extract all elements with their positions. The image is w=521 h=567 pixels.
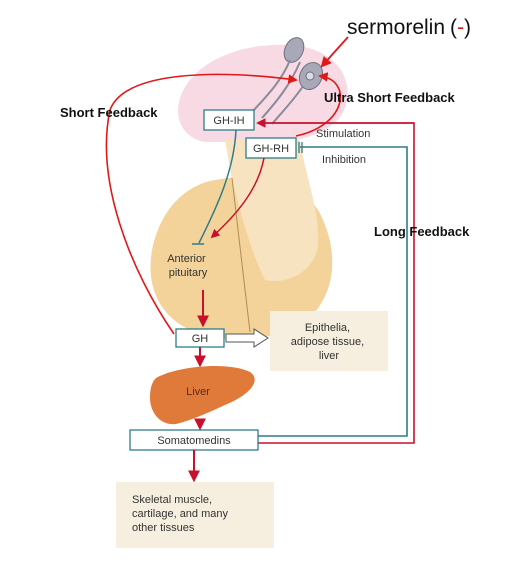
sermorelin-close-paren: ) bbox=[464, 16, 471, 39]
anterior-label-line-1: Anterior bbox=[167, 253, 206, 265]
gh-ih-box bbox=[203, 109, 255, 131]
hypothalamic-neurons bbox=[283, 37, 324, 91]
skeletal-line-2: cartilage, and many bbox=[132, 508, 228, 520]
axon-2 bbox=[271, 85, 304, 125]
somatomedins-label: Somatomedins bbox=[157, 435, 231, 447]
skeletal-text: Skeletal muscle, cartilage, and many oth… bbox=[132, 494, 231, 534]
long-feedback-inhib-line bbox=[258, 146, 408, 437]
long-feedback-label: Long Feedback bbox=[374, 224, 470, 239]
posterior-pituitary-shape bbox=[225, 140, 319, 281]
liver-shape bbox=[150, 366, 255, 425]
ultra-short-feedback-path bbox=[295, 72, 342, 137]
epithelia-box bbox=[270, 311, 388, 371]
short-feedback-label: Short Feedback bbox=[60, 105, 158, 120]
neuron-nucleus bbox=[305, 71, 315, 81]
gh-label: GH bbox=[192, 333, 209, 345]
epithelia-text: Epithelia, adipose tissue, liver bbox=[291, 322, 367, 362]
gh-ih-label: GH-IH bbox=[213, 115, 244, 127]
gh-to-epithelia-arrow bbox=[225, 328, 269, 348]
sermorelin-name: sermorelin bbox=[347, 16, 445, 39]
sermorelin-open-paren: ( bbox=[450, 16, 457, 39]
epithelia-line-3: liver bbox=[319, 350, 340, 362]
gh-rh-label: GH-RH bbox=[253, 143, 289, 155]
short-feedback-path bbox=[105, 73, 298, 335]
epithelia-line-1: Epithelia, bbox=[305, 322, 350, 334]
epithelia-line-2: adipose tissue, bbox=[291, 336, 364, 348]
inhibition-label: Inhibition bbox=[322, 154, 366, 166]
ultra-short-feedback-label: Ultra Short Feedback bbox=[324, 90, 456, 105]
gh-rh-stim-path bbox=[210, 157, 265, 239]
skeletal-box bbox=[116, 482, 274, 548]
skeletal-line-3: other tissues bbox=[132, 522, 195, 534]
skeletal-line-1: Skeletal muscle, bbox=[132, 494, 212, 506]
gh-ih-inhibit-path bbox=[198, 129, 237, 244]
liver-label: Liver bbox=[186, 386, 210, 398]
stimulation-label: Stimulation bbox=[316, 128, 370, 140]
neuron-axons bbox=[251, 59, 304, 125]
infundibulum-line bbox=[231, 177, 251, 333]
gh-rh-box bbox=[245, 137, 297, 159]
axon-1 bbox=[251, 59, 291, 113]
sermorelin-arrow bbox=[320, 36, 349, 68]
anterior-pituitary-label: Anterior pituitary bbox=[167, 253, 209, 279]
sermorelin-sign: - bbox=[457, 16, 464, 39]
axon-3 bbox=[261, 61, 301, 119]
sermorelin-title: sermorelin(-) bbox=[347, 16, 471, 39]
anterior-label-line-2: pituitary bbox=[169, 267, 208, 279]
